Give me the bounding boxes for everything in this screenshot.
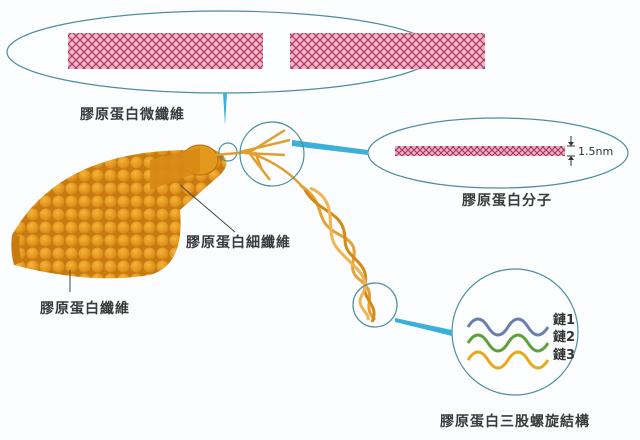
helix-rope <box>299 183 377 323</box>
chain-3-label: 鏈3 <box>553 348 576 363</box>
helix-zoom-circle <box>352 282 398 328</box>
fibril-zoom-circle <box>239 121 305 187</box>
chain-1-label: 鏈1 <box>553 313 576 328</box>
microfibril-label: 膠原蛋白微纖維 <box>80 107 185 123</box>
fibril-pointer <box>179 184 236 233</box>
fibril-strands <box>214 128 306 191</box>
fibril-circle <box>218 142 238 162</box>
fibril-label: 膠原蛋白細纖維 <box>186 235 291 251</box>
triple-helix-label: 膠原蛋白三股螺旋結構 <box>440 414 590 430</box>
microfibril-callout <box>6 10 485 125</box>
molecule-label: 膠原蛋白分子 <box>462 193 552 209</box>
molecule-callout <box>292 117 629 189</box>
collagen-fiber-bundle <box>11 144 227 279</box>
triple-helix-callout <box>395 268 579 396</box>
fiber-label: 膠原蛋白纖維 <box>40 301 130 317</box>
chain-2-label: 鏈2 <box>553 330 576 345</box>
dimension-label: 1.5nm <box>578 145 614 158</box>
